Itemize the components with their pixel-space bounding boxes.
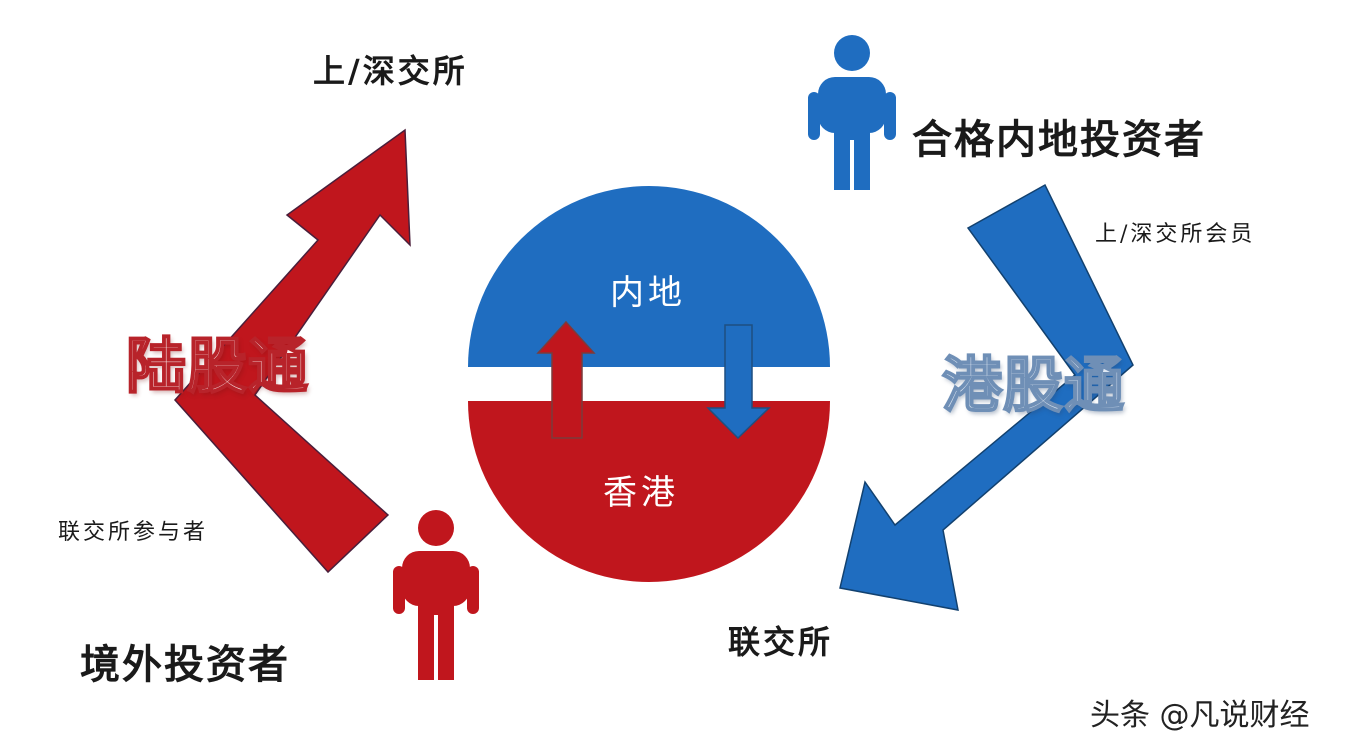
hkex-label: 联交所 (728, 623, 834, 661)
down-arrow-icon (706, 324, 771, 440)
northbound-label: 陆股通 (125, 331, 309, 403)
hongkong-region-label: 香港 (603, 473, 679, 513)
person-icon-blue (808, 35, 896, 190)
northbound-arrow (173, 128, 411, 574)
mainland-half-circle (468, 186, 830, 367)
up-arrow-icon (536, 320, 596, 439)
participants-label: 联交所参与者 (58, 520, 209, 545)
watermark: 头条 @凡说财经 (1090, 698, 1310, 733)
sh-sz-members-label: 上/深交所会员 (1095, 222, 1256, 247)
mainland-region-label: 内地 (610, 273, 686, 313)
hongkong-half-circle (468, 401, 830, 582)
sh-sz-exchange-label: 上/深交所 (313, 52, 468, 90)
overseas-investors-label: 境外投资者 (80, 641, 290, 688)
southbound-arrow (839, 183, 1134, 611)
mainland-investors-label: 合格内地投资者 (912, 116, 1206, 163)
southbound-label: 港股通 (941, 350, 1125, 422)
